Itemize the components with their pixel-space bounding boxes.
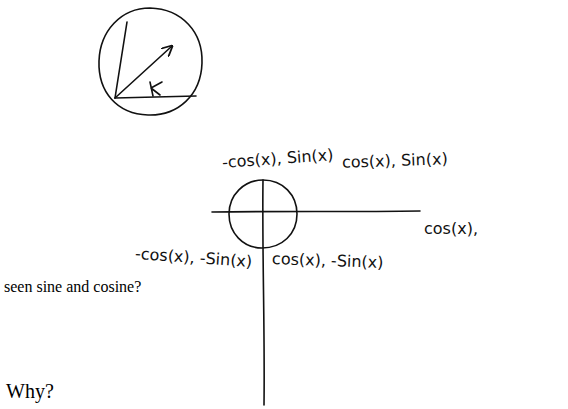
quadrant-label: cos(x), -Sin(x): [272, 250, 384, 271]
quadrant-label: cos(x), Sin(x): [342, 150, 448, 171]
y-vector: [115, 22, 127, 98]
y-axis: [263, 180, 264, 405]
x-vector: [115, 96, 196, 98]
quadrant-label: -cos(x), -Sin(x): [134, 245, 252, 271]
angle-mark: [150, 82, 162, 96]
unit-circle: [99, 8, 202, 115]
x-axis: [212, 211, 420, 212]
question-text: seen sine and cosine?: [4, 278, 141, 296]
radius-arrow: [115, 46, 172, 98]
axis-label: cos(x),: [424, 220, 478, 238]
question-text: Why?: [6, 380, 54, 402]
quadrant-label: -cos(x), Sin(x): [222, 146, 334, 171]
